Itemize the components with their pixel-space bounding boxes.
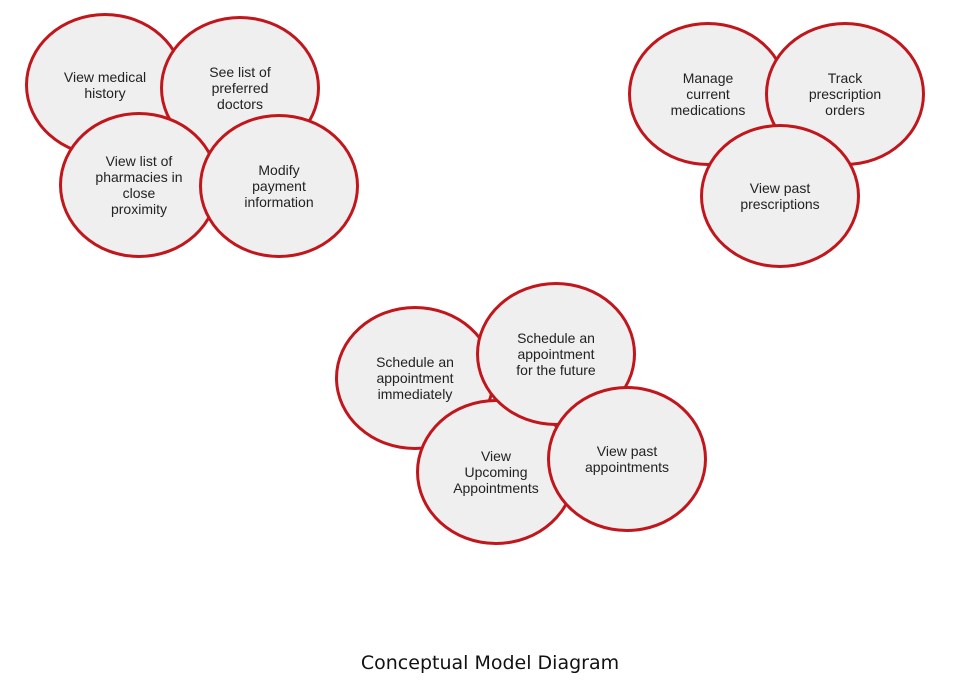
bubble-label: View Upcoming Appointments [453,448,539,496]
bubble-label: Schedule an appointment immediately [376,354,454,402]
bubble-label: Manage current medications [670,70,746,118]
bubble-label: Track prescription orders [808,70,882,118]
bubble-label: Modify payment information [244,162,314,210]
bubble-label: View medical history [63,69,147,101]
diagram-caption: Conceptual Model Diagram [360,652,620,674]
bubble-label: View past appointments [584,443,670,475]
bubble-past-appointments: View past appointments [547,386,707,532]
bubble-label: View list of pharmacies in close proximi… [95,153,183,217]
bubble-modify-payment: Modify payment information [199,114,359,258]
bubble-label: See list of preferred doctors [209,64,271,112]
bubble-schedule-future: Schedule an appointment for the future [476,282,636,426]
bubble-pharmacies-nearby: View list of pharmacies in close proximi… [59,112,219,258]
bubble-label: Schedule an appointment for the future [516,330,596,378]
bubble-label: View past prescriptions [740,180,820,212]
bubble-past-prescriptions: View past prescriptions [700,124,860,268]
